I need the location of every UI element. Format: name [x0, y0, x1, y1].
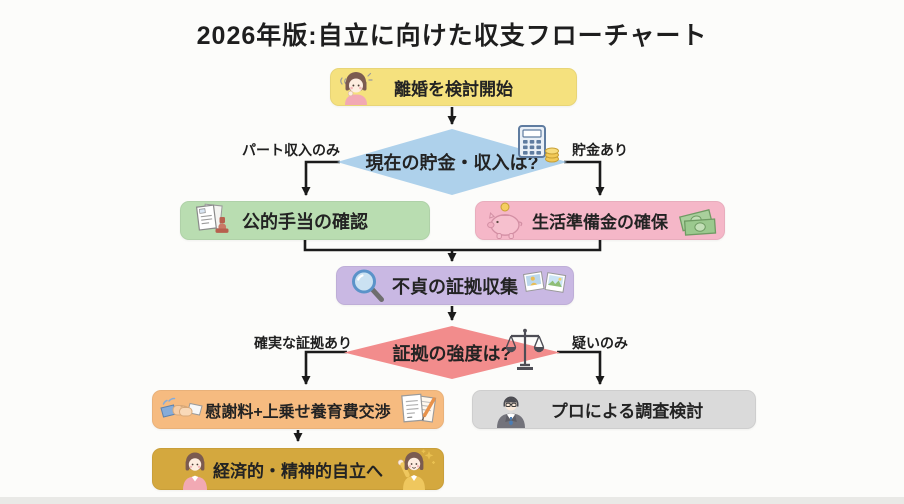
branch-label-have-savings: 貯金あり [572, 142, 628, 158]
document-pen-icon [400, 392, 438, 427]
branch-label-parttime-income: パート収入のみ [242, 142, 340, 158]
piggy-bank-icon [485, 202, 525, 239]
page-title: 2026年版:自立に向けた収支フローチャート [196, 22, 708, 50]
scales-icon [505, 327, 545, 373]
calculator-coins-icon [514, 124, 560, 166]
node-public-benefits-label: 公的手当の確認 [242, 211, 368, 232]
node-negotiation: 慰謝料+上乗せ養育費交渉 [152, 390, 444, 429]
branch-label-suspicion-only: 疑いのみ [572, 335, 628, 351]
handshake-icon [160, 395, 203, 425]
arrow-finance-to-funds [564, 160, 605, 196]
document-stamp-icon [192, 203, 232, 238]
cheering-woman-icon [396, 448, 436, 490]
bottom-edge-strip [0, 497, 904, 504]
decision-evidence-strength-label: 証拠の強度は? [392, 343, 512, 364]
node-pro-investigation-label: プロによる調査検討 [550, 402, 704, 421]
arrow-finance-to-benefits [301, 160, 340, 196]
node-independence-goal-label: 経済的・精神的自立へ [213, 461, 383, 481]
node-living-funds: 生活準備金の確保 [475, 201, 725, 240]
businessman-icon [494, 391, 528, 428]
node-evidence-collection-label: 不貞の証拠収集 [392, 276, 518, 297]
node-negotiation-label: 慰謝料+上乗せ養育費交渉 [205, 403, 391, 421]
branch-label-solid-evidence: 確実な証拠あり [254, 335, 352, 351]
arrow-strength-to-investigation [557, 350, 605, 385]
woman-icon [178, 450, 212, 490]
magnifier-icon [349, 268, 386, 304]
node-start-label: 離婚を検討開始 [394, 79, 513, 99]
money-icon [677, 208, 719, 236]
arrow-strength-to-negotiation [301, 350, 347, 385]
node-evidence-collection: 不貞の証拠収集 [336, 266, 574, 305]
node-start-divorce: 離婚を検討開始 [330, 68, 577, 106]
node-living-funds-label: 生活準備金の確保 [532, 213, 668, 232]
node-pro-investigation: プロによる調査検討 [472, 390, 756, 429]
node-independence-goal: 経済的・精神的自立へ [152, 448, 444, 490]
thinking-woman-icon [338, 69, 374, 105]
node-public-benefits: 公的手当の確認 [180, 201, 430, 240]
decision-savings-income-label: 現在の貯金・収入は? [365, 153, 539, 173]
merge-line [303, 240, 602, 252]
photos-icon [523, 269, 567, 302]
